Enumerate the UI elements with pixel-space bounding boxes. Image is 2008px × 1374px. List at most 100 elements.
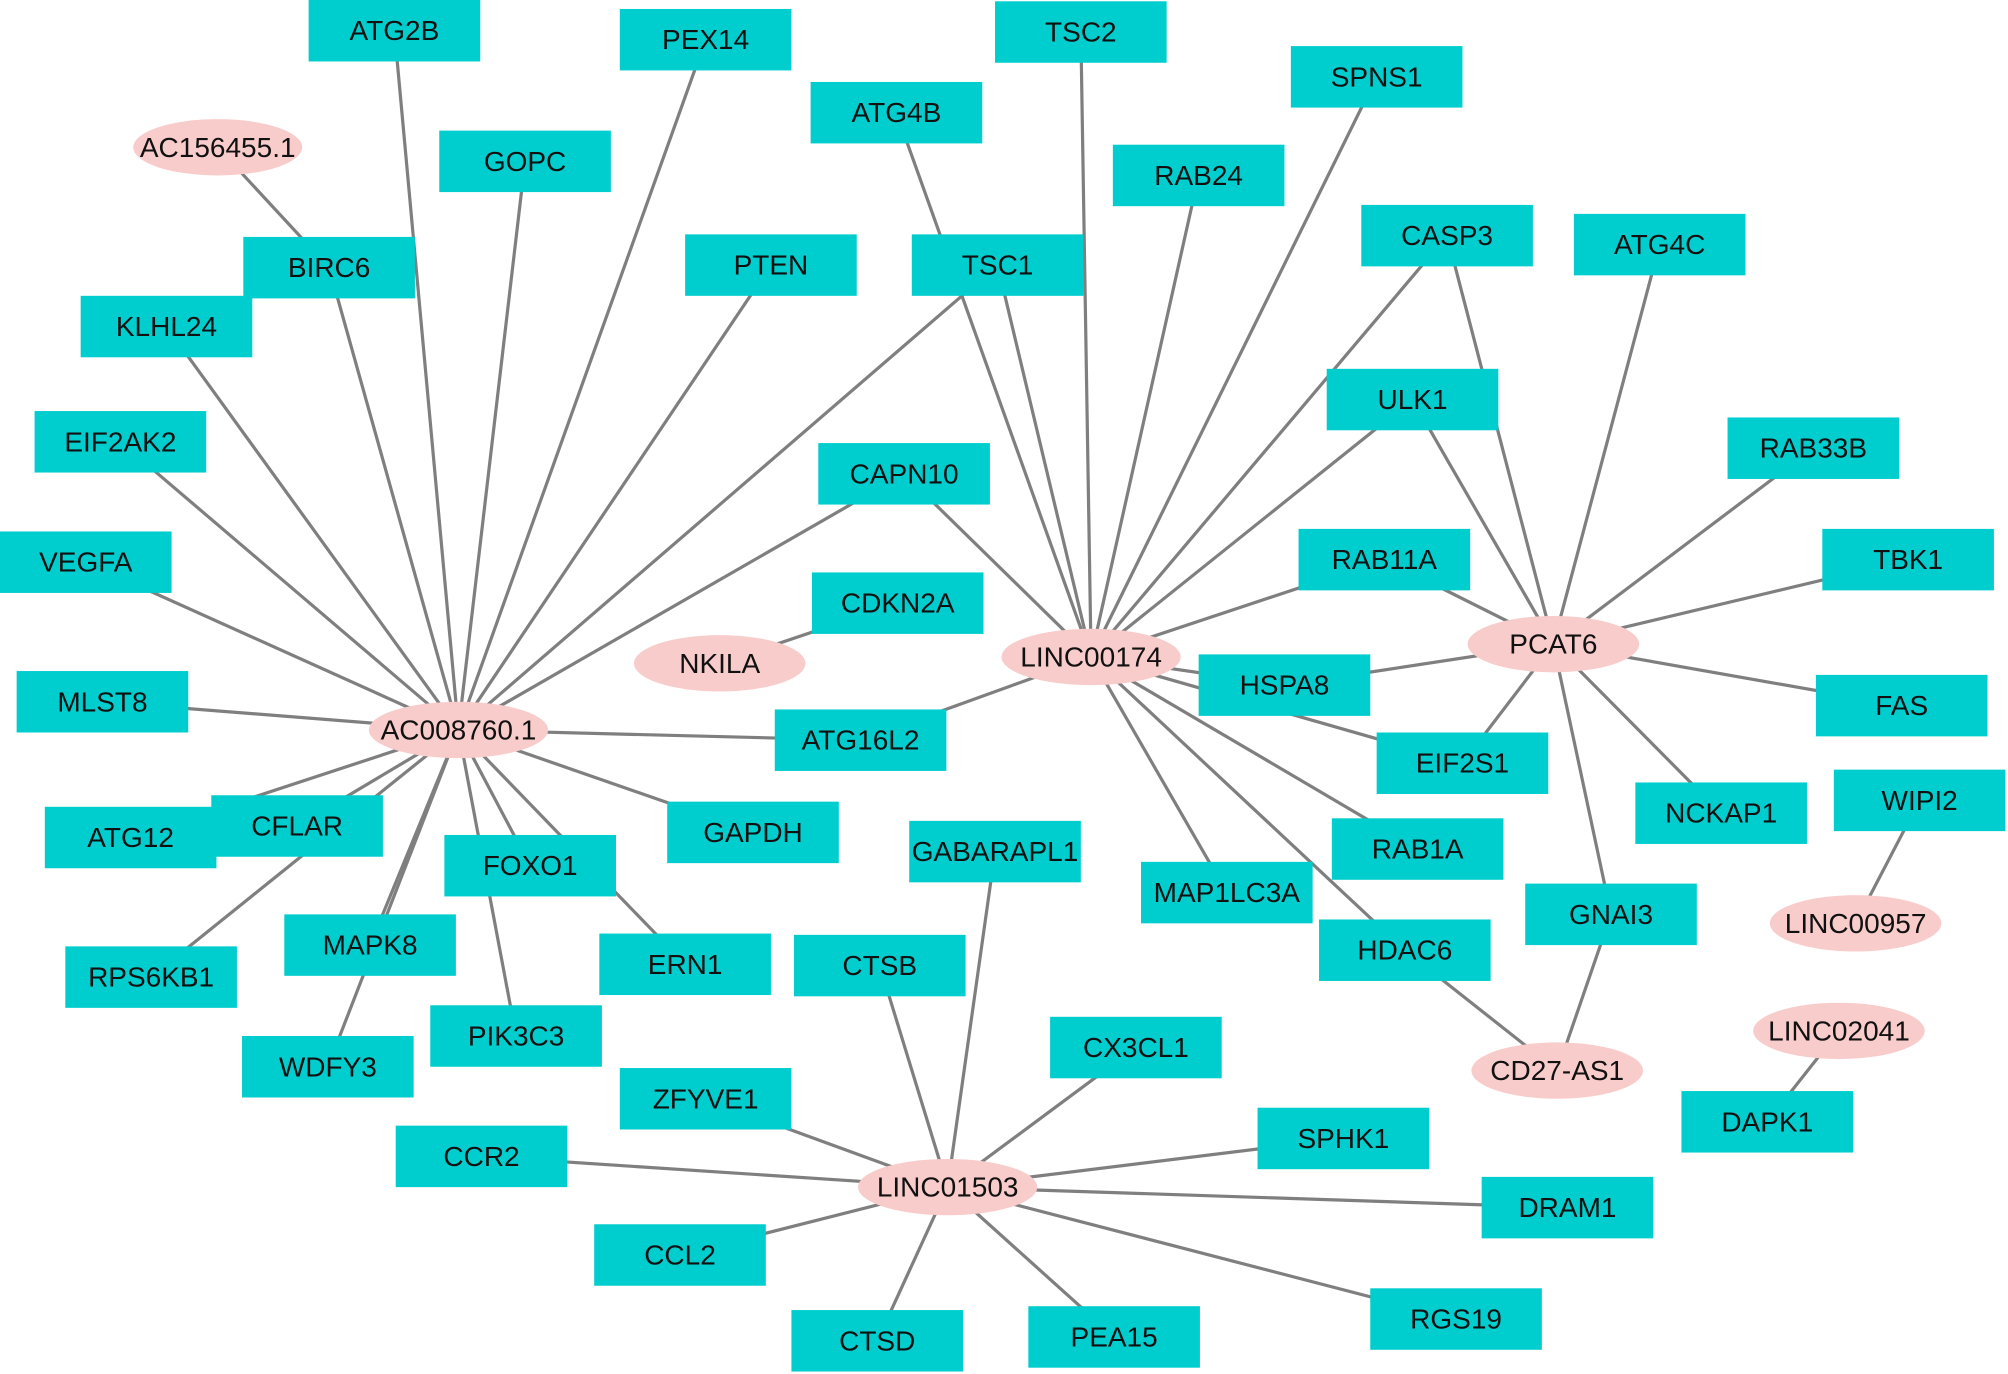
gene-box (243, 236, 415, 299)
node-rab11a: RAB11A (1298, 528, 1471, 591)
node-label: CTSD (839, 1325, 915, 1356)
gene-box (1681, 1091, 1854, 1153)
node-label: ATG4B (852, 97, 942, 128)
gene-box (667, 801, 839, 864)
gene-box (1815, 674, 1988, 737)
gene-box (1481, 1176, 1654, 1239)
node-label: FOXO1 (483, 850, 578, 881)
node-pea15: PEA15 (1028, 1306, 1200, 1368)
node-eif2ak2: EIF2AK2 (34, 411, 207, 473)
gene-box (1370, 1288, 1542, 1350)
node-linc01503: LINC01503 (858, 1158, 1038, 1216)
node-label: SPNS1 (1331, 61, 1423, 92)
node-label: ATG4C (1614, 229, 1705, 260)
gene-box (0, 531, 172, 593)
node-label: LINC00957 (1785, 908, 1927, 939)
gene-box (439, 130, 611, 193)
node-label: DRAM1 (1518, 1192, 1616, 1223)
node-eif2s1: EIF2S1 (1376, 732, 1549, 794)
node-casp3: CASP3 (1361, 204, 1533, 267)
edge-linc00174-map1lc3a (1089, 656, 1229, 894)
node-label: TSC1 (962, 250, 1034, 281)
edge-ac008760-1-pten (457, 264, 773, 731)
node-sphk1: SPHK1 (1257, 1107, 1430, 1170)
node-pcat6: PCAT6 (1467, 615, 1640, 673)
gene-box (284, 914, 456, 976)
gene-box (1050, 1016, 1222, 1079)
node-tsc2: TSC2 (995, 1, 1167, 63)
node-birc6: BIRC6 (243, 236, 415, 299)
node-label: MLST8 (57, 686, 147, 717)
edge-linc00174-tsc2 (1079, 31, 1093, 657)
node-map1lc3a: MAP1LC3A (1141, 861, 1313, 924)
gene-box (44, 806, 217, 869)
node-label: NCKAP1 (1665, 798, 1777, 829)
node-dapk1: DAPK1 (1681, 1091, 1854, 1153)
gene-box (594, 1224, 766, 1286)
node-label: ZFYVE1 (653, 1083, 759, 1114)
node-label: WDFY3 (279, 1051, 377, 1082)
node-label: CDKN2A (841, 588, 955, 619)
node-label: NKILA (679, 648, 760, 679)
edge-ac008760-1-capn10 (457, 472, 905, 732)
edge-linc01503-dram1 (947, 1185, 1568, 1210)
edge-linc01503-gabarapl1 (946, 851, 997, 1188)
node-label: AC008760.1 (381, 714, 537, 745)
edge-pcat6-gnai3 (1551, 643, 1613, 915)
node-label: DAPK1 (1721, 1106, 1813, 1137)
node-label: RAB33B (1760, 433, 1867, 464)
node-rab33b: RAB33B (1727, 417, 1900, 479)
gene-box (793, 934, 966, 997)
node-linc00174: LINC00174 (1001, 628, 1181, 686)
node-ac156455-1: AC156455.1 (133, 119, 303, 176)
node-label: TBK1 (1873, 544, 1943, 575)
edge-linc00174-tsc1 (996, 264, 1093, 658)
gene-box (1198, 654, 1371, 716)
edge-linc01503-ctsb (878, 965, 950, 1188)
node-gopc: GOPC (439, 130, 611, 193)
gene-box (909, 820, 1081, 883)
node-hdac6: HDAC6 (1319, 919, 1491, 981)
gene-box (80, 295, 253, 358)
node-label: RPS6KB1 (88, 962, 214, 993)
gene-box (811, 572, 984, 634)
edge-ac008760-1-birc6 (327, 267, 461, 731)
node-ac008760-1: AC008760.1 (368, 701, 549, 759)
node-label: GAPDH (703, 817, 803, 848)
edge-ac008760-1-tsc1 (457, 263, 999, 732)
gene-box (1376, 732, 1549, 794)
gene-box (911, 234, 1084, 296)
node-label: SPHK1 (1297, 1123, 1389, 1154)
node-label: LINC00174 (1020, 641, 1162, 672)
node-label: GOPC (484, 146, 566, 177)
node-atg12: ATG12 (44, 806, 217, 869)
lncrna-ellipse (858, 1158, 1038, 1216)
edge-linc00174-hdac6 (1089, 655, 1406, 952)
node-label: GABARAPL1 (912, 836, 1079, 867)
node-vegfa: VEGFA (0, 531, 172, 593)
node-label: KLHL24 (116, 311, 217, 342)
lncrna-ellipse (1769, 895, 1942, 952)
node-atg4c: ATG4C (1573, 213, 1746, 276)
gene-box (1525, 883, 1697, 946)
gene-box (211, 795, 383, 857)
node-label: EIF2AK2 (64, 426, 176, 457)
node-zfyve1: ZFYVE1 (619, 1068, 792, 1130)
gene-box (430, 1005, 602, 1067)
node-label: PTEN (734, 250, 809, 281)
node-pex14: PEX14 (619, 8, 792, 71)
lncrna-ellipse (368, 701, 549, 759)
node-rgs19: RGS19 (1370, 1288, 1542, 1350)
node-label: GNAI3 (1569, 899, 1653, 930)
node-label: PEX14 (662, 24, 749, 55)
gene-box (818, 443, 990, 505)
lncrna-ellipse (633, 635, 806, 692)
node-capn10: CAPN10 (818, 443, 990, 505)
node-mlst8: MLST8 (16, 671, 189, 733)
edge-ac008760-1-gopc (456, 161, 527, 731)
edge-ac008760-1-wdfy3 (326, 729, 460, 1068)
edge-ac008760-1-eif2ak2 (119, 440, 460, 732)
gene-box (1028, 1306, 1200, 1368)
gene-box (65, 946, 237, 1008)
node-nckap1: NCKAP1 (1635, 782, 1807, 844)
